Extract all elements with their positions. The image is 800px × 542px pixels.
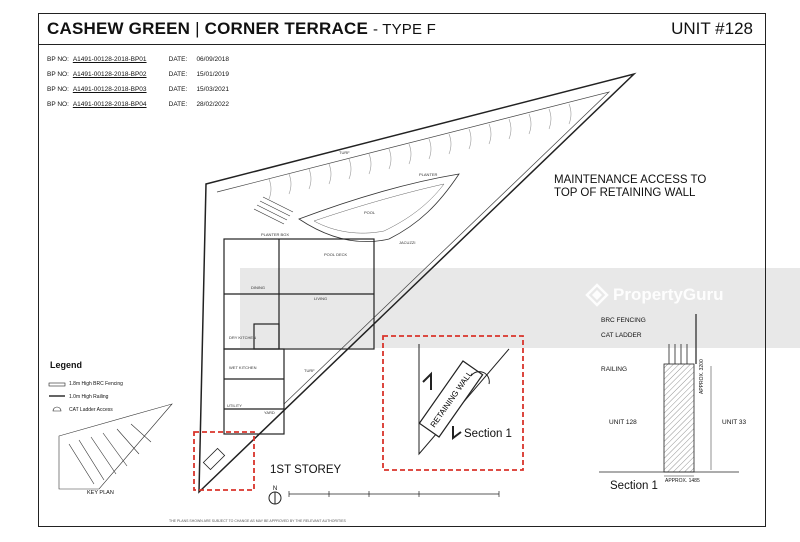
label-pool: POOL (364, 210, 376, 215)
retaining-wall-highlight-large (382, 335, 524, 471)
building-plan-table: BP NO: A1491-00128-2018-BP01 DATE: 06/09… (47, 52, 229, 112)
maintenance-line-1: MAINTENANCE ACCESS TO (554, 174, 707, 186)
bp-date-label: DATE: (168, 56, 188, 63)
label-yard: YARD (264, 410, 275, 415)
brc-fencing-label: BRC FENCING (601, 317, 646, 324)
legend-title: Legend (50, 360, 83, 370)
bp-date: 06/09/2018 (196, 56, 229, 63)
pool-outline (298, 173, 460, 242)
label-pool-deck: POOL DECK (324, 252, 348, 257)
floor-plan-sheet: CASHEW GREEN | CORNER TERRACE - TYPE F U… (38, 13, 766, 527)
width-dimension: APPROX. 1485 (665, 478, 700, 484)
label-planter-box: PLANTER BOX (261, 232, 289, 237)
cat-ladder-arc (470, 371, 490, 385)
railing-label: RAILING (601, 366, 628, 373)
project-name: CASHEW GREEN (47, 19, 191, 38)
cat-ladder-rungs (668, 344, 688, 364)
retaining-wall-section (663, 363, 695, 473)
legend-item: CAT Ladder Access (69, 407, 113, 413)
svg-text:N: N (273, 486, 277, 492)
bp-row: BP NO: A1491-00128-2018-BP02 DATE: 15/01… (47, 67, 229, 82)
section-detail (599, 314, 739, 477)
unit-33-label: UNIT 33 (722, 419, 747, 426)
type-label: - TYPE F (372, 21, 436, 38)
watermark: PropertyGuru (585, 283, 724, 307)
retaining-wall-highlight-small (193, 431, 255, 491)
retaining-wall-enlarged: RETAINING WALL (418, 360, 484, 438)
title-bar: CASHEW GREEN | CORNER TERRACE - TYPE F U… (39, 14, 765, 45)
bp-row: BP NO: A1491-00128-2018-BP01 DATE: 06/09… (47, 52, 229, 67)
bp-label: BP NO: (47, 101, 69, 108)
title-separator: | (195, 19, 200, 38)
plan-title: CASHEW GREEN | CORNER TERRACE - TYPE F (47, 19, 436, 39)
label-wet-kitchen: WET KITCHEN (229, 365, 257, 370)
watermark-text: PropertyGuru (613, 285, 724, 304)
bp-number: A1491-00128-2018-BP02 (72, 71, 147, 78)
section-label: Section 1 (464, 428, 512, 440)
pool-inner (313, 183, 445, 234)
turf-hatch (268, 103, 572, 200)
bp-label: BP NO: (47, 56, 69, 63)
legend-symbols (48, 382, 66, 412)
label-planter: PLANTER (419, 172, 438, 177)
cat-ladder-label: CAT LADDER (601, 332, 642, 339)
scale-bar (288, 491, 500, 497)
bp-date: 28/02/2022 (196, 101, 229, 108)
house-type: CORNER TERRACE (204, 19, 369, 38)
bp-date-label: DATE: (168, 71, 188, 78)
bp-number: A1491-00128-2018-BP01 (72, 56, 147, 63)
label-turf-bottom: TURF (304, 368, 315, 373)
key-plan-label: KEY PLAN (87, 490, 114, 496)
label-dining: DINING (251, 285, 265, 290)
bp-label: BP NO: (47, 86, 69, 93)
bp-row: BP NO: A1491-00128-2018-BP03 DATE: 15/03… (47, 82, 229, 97)
retaining-wall-mini (202, 447, 226, 471)
bp-date: 15/03/2021 (196, 86, 229, 93)
propertyguru-logo-icon (585, 283, 609, 307)
label-utility: UTILITY (227, 403, 242, 408)
bp-row: BP NO: A1491-00128-2018-BP04 DATE: 28/02… (47, 97, 229, 112)
bp-number: A1491-00128-2018-BP04 (72, 101, 147, 108)
maintenance-note: MAINTENANCE ACCESS TO TOP OF RETAINING W… (554, 174, 706, 200)
floor-plan-drawing: TURF PLANTER POOL JACUZZI PLANTER BOX PO… (48, 72, 739, 505)
storey-label: 1ST STOREY (270, 464, 342, 476)
label-living: LIVING (314, 296, 327, 301)
legend-item: 1.0m High Railing (69, 394, 109, 400)
section-cut-bottom (452, 426, 462, 440)
label-turf-top: TURF (339, 150, 350, 155)
key-plan (58, 403, 173, 490)
room-labels: TURF PLANTER POOL JACUZZI PLANTER BOX PO… (227, 150, 438, 415)
north-arrow: N (268, 486, 282, 505)
bp-date-label: DATE: (168, 86, 188, 93)
section-detail-title: Section 1 (610, 480, 658, 492)
legend-item: 1.8m High BRC Fencing (69, 381, 123, 387)
section-cut-top (422, 371, 432, 390)
unit-number: UNIT #128 (671, 19, 753, 38)
bp-number: A1491-00128-2018-BP03 (72, 86, 147, 93)
site-boundary (198, 72, 637, 494)
footnote: THE PLANS SHOWN ARE SUBJECT TO CHANGE AS… (169, 519, 346, 523)
house-walls (223, 238, 375, 435)
stairs (253, 196, 294, 225)
enlarged-site-edge (418, 344, 510, 456)
label-jacuzzi: JACUZZI (399, 240, 415, 245)
maintenance-line-2: TOP OF RETAINING WALL (554, 187, 696, 199)
bp-label: BP NO: (47, 71, 69, 78)
setback-line (216, 91, 611, 405)
bp-date-label: DATE: (168, 101, 188, 108)
unit-128-label: UNIT 128 (609, 419, 637, 426)
bp-date: 15/01/2019 (196, 71, 229, 78)
height-dimension: APPROX. 3200 (699, 359, 705, 394)
watermark-band (240, 268, 800, 348)
label-dry-kitchen: DRY KITCHEN (229, 335, 256, 340)
